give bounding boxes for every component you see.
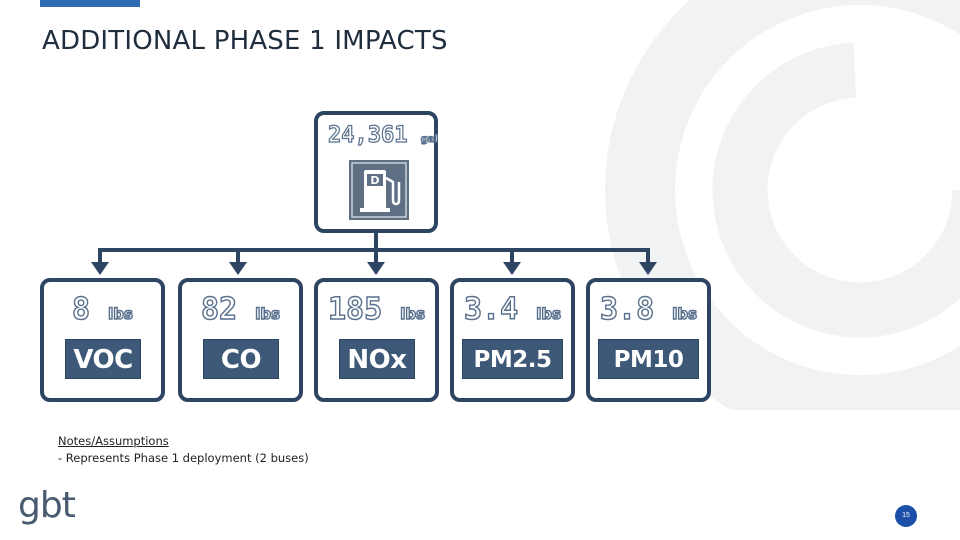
metric-box-co: 82 lbs CO [178,278,303,402]
fuel-value: 24,361 gal [327,122,439,148]
company-logo: gbt [18,485,76,526]
page-number-badge: 15 [895,505,917,527]
metric-label: VOC [65,339,141,379]
metric-box-nox: 185 lbs NOx [314,278,439,402]
metric-box-pm25: 3.4 lbs PM2.5 [450,278,575,402]
notes-item: - Represents Phase 1 deployment (2 buses… [58,451,309,465]
arrow-down-icon [503,262,521,275]
notes-title: Notes/Assumptions [58,434,169,448]
metric-label: CO [203,339,279,379]
watermark-logo [605,0,960,410]
metric-value: 185 lbs [327,291,426,327]
accent-bar [40,0,140,7]
svg-text:D: D [370,174,379,187]
metric-label: PM2.5 [462,339,563,379]
fuel-unit: gal [420,133,439,145]
arrow-down-icon [229,262,247,275]
arrow-down-icon [639,262,657,275]
metric-label: PM10 [598,339,699,379]
fuel-pump-icon: D [349,160,409,220]
notes: Notes/Assumptions - Represents Phase 1 d… [58,433,309,467]
metric-box-voc: 8 lbs VOC [40,278,165,402]
metric-value: 82 lbs [200,291,280,327]
metric-label: NOx [339,339,415,379]
metric-box-pm10: 3.8 lbs PM10 [586,278,711,402]
metric-value: 8 lbs [71,291,133,327]
arrow-down-icon [367,262,385,275]
metric-value: 3.4 lbs [463,291,562,327]
metric-value: 3.8 lbs [599,291,698,327]
arrow-down-icon [91,262,109,275]
fuel-box: 24,361 gal D [314,111,439,233]
page-title: ADDITIONAL PHASE 1 IMPACTS [42,26,448,56]
fuel-amount: 24,361 [327,122,408,148]
